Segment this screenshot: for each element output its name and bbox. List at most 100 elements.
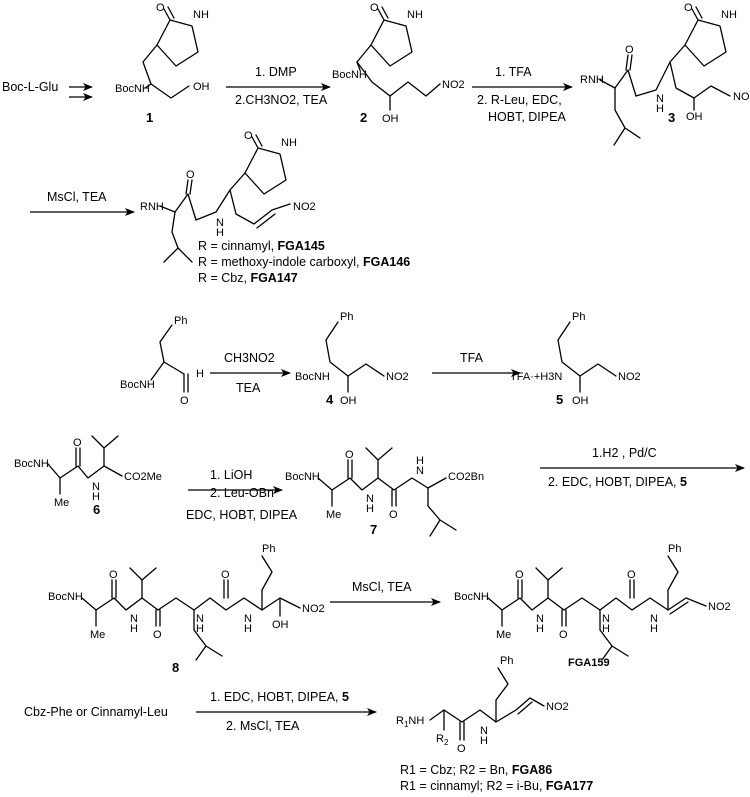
svg-text:O: O bbox=[73, 437, 82, 449]
svg-text:N: N bbox=[244, 613, 252, 625]
svg-text:H: H bbox=[650, 623, 658, 635]
start-material-cbz-phe: Cbz-Phe or Cinnamyl-Leu bbox=[24, 705, 168, 719]
svg-text:N: N bbox=[602, 613, 610, 625]
svg-text:O: O bbox=[109, 569, 118, 581]
svg-text:MsCl, TEA: MsCl, TEA bbox=[352, 580, 412, 594]
step-d-line-2: 2. EDC, HOBT, DIPEA, 5 bbox=[548, 475, 687, 489]
compound-5-label: 5 bbox=[556, 392, 563, 407]
svg-text:CO2Bn: CO2Bn bbox=[448, 471, 484, 483]
svg-text:N: N bbox=[130, 613, 138, 625]
svg-text:Ph: Ph bbox=[572, 311, 585, 323]
svg-text:O: O bbox=[345, 449, 354, 461]
svg-text:1. DMP: 1. DMP bbox=[255, 65, 297, 79]
svg-text:CH3NO2: CH3NO2 bbox=[224, 351, 275, 365]
svg-text:BocNH: BocNH bbox=[120, 379, 155, 391]
scheme1: Boc-L-Glu O NH BocNH OH 1 1. DMP 2.CH3NO… bbox=[2, 2, 750, 285]
svg-text:EDC, HOBT, DIPEA: EDC, HOBT, DIPEA bbox=[186, 508, 298, 522]
compound-8-structure: BocNH O O O N H N H N H Me Ph OH NO2 bbox=[48, 543, 325, 661]
svg-text:O: O bbox=[186, 169, 195, 181]
svg-text:NH: NH bbox=[281, 137, 297, 149]
svg-text:TFA·+H3N: TFA·+H3N bbox=[510, 371, 562, 383]
svg-text:CO2Me: CO2Me bbox=[124, 471, 162, 483]
svg-text:Ph: Ph bbox=[340, 311, 353, 323]
r1nh-label: R1NH bbox=[396, 715, 424, 729]
svg-text:O: O bbox=[156, 2, 165, 14]
compound-3-structure: O NH OH NO2 N H O RNH bbox=[580, 2, 750, 146]
svg-text:NH: NH bbox=[721, 9, 737, 21]
svg-text:H: H bbox=[130, 623, 138, 635]
svg-text:2. R-Leu, EDC,: 2. R-Leu, EDC, bbox=[477, 93, 562, 107]
svg-text:NO2: NO2 bbox=[386, 371, 409, 383]
svg-text:Ph: Ph bbox=[174, 315, 187, 327]
svg-text:NH: NH bbox=[193, 9, 209, 21]
svg-text:N: N bbox=[366, 493, 374, 505]
svg-text:O: O bbox=[153, 629, 162, 641]
fga159-label: FGA159 bbox=[568, 657, 610, 669]
svg-text:Ph: Ph bbox=[668, 543, 681, 555]
svg-text:O: O bbox=[180, 395, 189, 407]
compound-2-label: 2 bbox=[360, 110, 367, 125]
svg-text:NO2: NO2 bbox=[293, 201, 316, 213]
svg-text:N: N bbox=[536, 613, 544, 625]
svg-text:H: H bbox=[366, 503, 374, 515]
svg-text:HOBT, DIPEA: HOBT, DIPEA bbox=[488, 110, 566, 124]
svg-text:H: H bbox=[244, 623, 252, 635]
start-material-boc-glu: Boc-L-Glu bbox=[2, 80, 58, 94]
svg-text:O: O bbox=[221, 569, 230, 581]
fga159-structure: BocNH O O O N H N H N H Me Ph NO2 bbox=[454, 543, 731, 661]
svg-text:O: O bbox=[389, 509, 398, 521]
svg-text:TFA: TFA bbox=[460, 351, 484, 365]
svg-text:NH: NH bbox=[407, 9, 423, 21]
r-line-fga147: R = Cbz, FGA147 bbox=[198, 271, 298, 285]
svg-text:O: O bbox=[515, 569, 524, 581]
svg-text:RNH: RNH bbox=[580, 74, 604, 86]
svg-text:1.H2 , Pd/C: 1.H2 , Pd/C bbox=[592, 446, 657, 460]
step-f-line-1: 1. EDC, HOBT, DIPEA, 5 bbox=[210, 690, 349, 704]
svg-text:BocNH: BocNH bbox=[115, 83, 150, 95]
svg-text:O: O bbox=[627, 569, 636, 581]
svg-text:BocNH: BocNH bbox=[48, 591, 83, 603]
svg-text:NO2: NO2 bbox=[546, 701, 569, 713]
svg-text:H: H bbox=[196, 368, 204, 380]
compound-1-label: 1 bbox=[146, 110, 153, 125]
compound-5-structure: Ph OH NO2 TFA·+H3N bbox=[510, 311, 641, 407]
svg-text:BocNH: BocNH bbox=[454, 591, 489, 603]
compound-4-structure: Ph OH NO2 BocNH bbox=[295, 311, 409, 407]
svg-text:O: O bbox=[370, 2, 379, 14]
compound-1-structure: O NH BocNH OH bbox=[115, 2, 210, 99]
compound-3-label: 3 bbox=[668, 110, 675, 125]
compound-4-label: 4 bbox=[326, 392, 334, 407]
svg-text:TEA: TEA bbox=[236, 381, 261, 395]
svg-text:Me: Me bbox=[496, 629, 511, 641]
r-line-fga86: R1 = Cbz; R2 = Bn, FGA86 bbox=[400, 763, 552, 777]
svg-text:BocNH: BocNH bbox=[14, 458, 49, 470]
svg-text:H: H bbox=[602, 623, 610, 635]
svg-text:O: O bbox=[684, 2, 693, 14]
r-line-fga177: R1 = cinnamyl; R2 = i-Bu, FGA177 bbox=[400, 779, 593, 793]
r-line-fga146: R = methoxy-indole carboxyl, FGA146 bbox=[198, 255, 410, 269]
svg-text:OH: OH bbox=[193, 81, 210, 93]
scheme2: Ph O H BocNH CH3NO2 TEA Ph OH NO2 BocNH … bbox=[120, 311, 641, 407]
svg-text:OH: OH bbox=[686, 111, 703, 123]
svg-text:H: H bbox=[216, 227, 224, 239]
compound-6-label: 6 bbox=[93, 502, 100, 517]
svg-text:MsCl, TEA: MsCl, TEA bbox=[47, 190, 107, 204]
svg-text:BocNH: BocNH bbox=[332, 69, 367, 81]
svg-text:H: H bbox=[196, 623, 204, 635]
fga145-series-structure: O NH NO2 N H O RNH bbox=[140, 130, 316, 263]
svg-text:Me: Me bbox=[90, 629, 105, 641]
r-line-fga145: R = cinnamyl, FGA145 bbox=[198, 239, 325, 253]
svg-text:O: O bbox=[559, 629, 568, 641]
svg-text:Me: Me bbox=[54, 497, 69, 509]
svg-text:N: N bbox=[216, 217, 224, 229]
svg-text:N: N bbox=[480, 725, 488, 737]
svg-text:H: H bbox=[92, 491, 100, 503]
svg-text:H: H bbox=[416, 455, 424, 467]
svg-text:Ph: Ph bbox=[262, 543, 275, 555]
scheme3: BocNH O N H Me CO2Me 6 1. LiOH 2. Leu-OB… bbox=[14, 435, 745, 675]
fga86-series-structure: R1NH O R2 N H Ph NO2 bbox=[396, 655, 569, 755]
svg-text:OH: OH bbox=[272, 619, 289, 631]
svg-text:OH: OH bbox=[340, 395, 357, 407]
compound-6-structure: BocNH O N H Me CO2Me bbox=[14, 435, 162, 509]
